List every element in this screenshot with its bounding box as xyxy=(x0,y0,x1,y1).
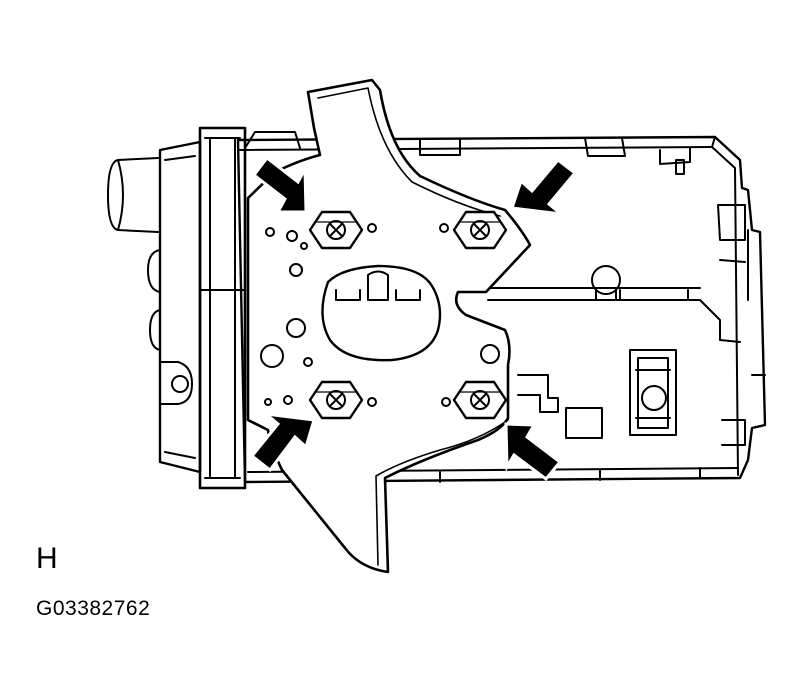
arrow-lower-left-icon xyxy=(249,411,316,473)
front-knob-housing xyxy=(107,140,202,474)
figure-code: G03382762 xyxy=(36,597,151,620)
nut-lower-right xyxy=(452,380,508,420)
nut-upper-right xyxy=(452,210,508,250)
arrow-lower-right-icon xyxy=(504,422,563,482)
nut-lower-left xyxy=(308,380,364,420)
front-flange xyxy=(198,126,247,490)
mounting-bracket xyxy=(246,78,532,574)
arrow-upper-left-icon xyxy=(251,155,308,214)
view-label: H xyxy=(36,542,58,575)
arrow-upper-right-icon xyxy=(509,157,578,217)
nut-upper-left xyxy=(308,210,364,250)
